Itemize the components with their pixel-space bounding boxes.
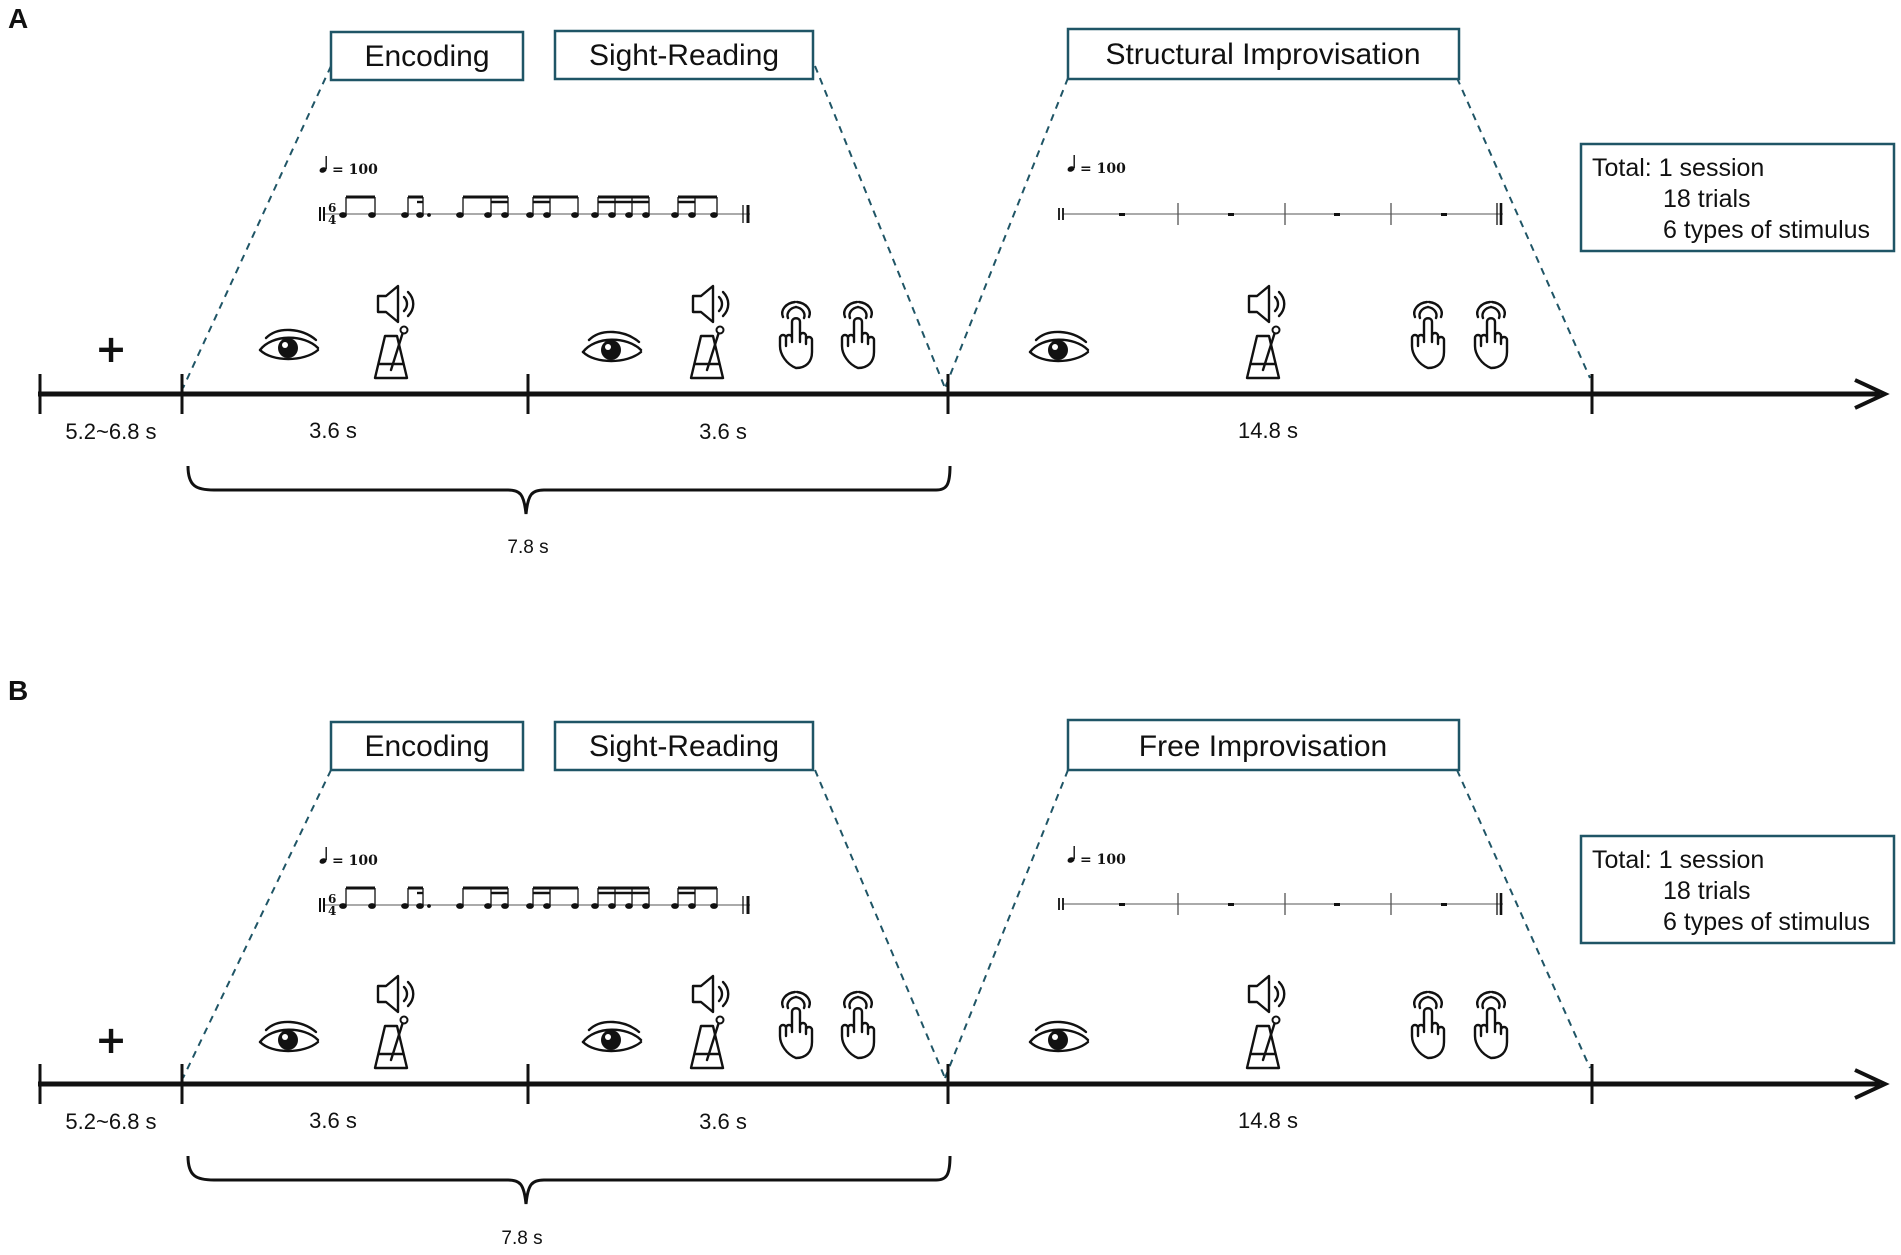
tapping-hand-icon [778, 300, 814, 370]
speaker-icon [691, 284, 730, 324]
duration-sight-reading: 3.6 s [699, 1109, 747, 1134]
encoding-box [329, 720, 525, 772]
tapping-hand-icon [1410, 300, 1446, 370]
speaker-icon [1247, 284, 1286, 324]
total-box [1579, 142, 1896, 253]
speaker-icon [1247, 974, 1286, 1014]
phase-label-encoding: Encoding [364, 730, 489, 763]
eye-icon [581, 330, 643, 363]
time-signature-bottom: 4 [328, 904, 336, 918]
sight-reading-box [553, 29, 815, 81]
tempo-marking-improv: = 100 [1080, 852, 1126, 868]
sight-reading-box [553, 720, 815, 772]
duration-improvisation: 14.8 s [1238, 1108, 1298, 1133]
total-line-3: 6 types of stimulus [1663, 908, 1870, 936]
quarter-note-icon [1066, 154, 1076, 174]
improvisation-staff [1057, 201, 1505, 227]
duration-fixation: 5.2~6.8 s [65, 419, 156, 444]
panel-a: A Encoding Sight-Reading Structural Impr… [8, 3, 1896, 558]
eye-icon [258, 1020, 320, 1053]
tempo-marking-improv: = 100 [1080, 161, 1126, 177]
quarter-note-icon [1066, 845, 1076, 865]
projection-line [814, 769, 946, 1079]
speaker-icon [376, 974, 415, 1014]
total-line-1: Total: 1 session [1592, 154, 1764, 182]
phase-label-sight-reading: Sight-Reading [589, 730, 779, 763]
total-line-3: 6 types of stimulus [1663, 216, 1870, 244]
metronome-icon [1245, 1015, 1281, 1070]
rhythm-notation [318, 195, 752, 225]
tempo-marking: = 100 [332, 162, 378, 178]
arrowhead-icon [1854, 378, 1890, 410]
quarter-note-icon [318, 155, 328, 175]
eye-icon [1028, 1020, 1090, 1053]
speaker-icon [691, 974, 730, 1014]
tapping-hand-icon [778, 990, 814, 1060]
improvisation-box [1066, 27, 1461, 81]
duration-brace: 7.8 s [507, 537, 548, 558]
fixation-cross-icon: + [95, 1018, 127, 1062]
metronome-icon [689, 325, 725, 380]
time-signature-top: 6 [328, 892, 336, 906]
metronome-icon [373, 325, 409, 380]
metronome-icon [1245, 325, 1281, 380]
improvisation-box [1066, 718, 1461, 772]
encoding-box [329, 30, 525, 82]
tapping-hand-icon [1473, 300, 1509, 370]
time-signature-bottom: 4 [328, 213, 336, 227]
projection-line [182, 769, 332, 1079]
improvisation-staff [1057, 891, 1505, 917]
arrowhead-icon [1854, 1068, 1890, 1100]
duration-sight-reading: 3.6 s [699, 419, 747, 444]
brace [186, 1155, 952, 1205]
phase-label-encoding: Encoding [364, 40, 489, 73]
duration-encoding: 3.6 s [309, 1108, 357, 1133]
panel-b: B Encoding Sight-Reading Free Improvisat… [8, 675, 1896, 1249]
metronome-icon [373, 1015, 409, 1070]
projection-line [182, 65, 332, 389]
panel-letter: B [8, 675, 28, 706]
eye-icon [581, 1020, 643, 1053]
total-line-2: 18 trials [1663, 877, 1751, 905]
projection-line [814, 65, 946, 389]
duration-fixation: 5.2~6.8 s [65, 1109, 156, 1134]
projection-line [1456, 769, 1591, 1069]
total-box [1579, 834, 1896, 945]
fixation-cross-icon: + [95, 327, 127, 371]
eye-icon [1028, 330, 1090, 363]
total-line-2: 18 trials [1663, 185, 1751, 213]
brace [186, 465, 952, 515]
eye-icon [258, 328, 320, 361]
metronome-icon [689, 1015, 725, 1070]
tapping-hand-icon [840, 300, 876, 370]
tapping-hand-icon [840, 990, 876, 1060]
tapping-hand-icon [1473, 990, 1509, 1060]
duration-brace: 7.8 s [501, 1228, 542, 1249]
speaker-icon [376, 284, 415, 324]
rhythm-notation [318, 886, 752, 916]
duration-encoding: 3.6 s [309, 418, 357, 443]
panel-letter: A [8, 3, 28, 34]
projection-line [944, 77, 1069, 389]
tempo-marking: = 100 [332, 853, 378, 869]
projection-line [944, 769, 1069, 1079]
phase-label-sight-reading: Sight-Reading [589, 39, 779, 72]
quarter-note-icon [318, 846, 328, 866]
duration-improvisation: 14.8 s [1238, 418, 1298, 443]
total-line-1: Total: 1 session [1592, 846, 1764, 874]
time-signature-top: 6 [328, 201, 336, 215]
projection-line [1456, 77, 1591, 379]
phase-label-improvisation: Structural Improvisation [1105, 38, 1420, 71]
phase-label-improvisation: Free Improvisation [1139, 730, 1387, 763]
tapping-hand-icon [1410, 990, 1446, 1060]
